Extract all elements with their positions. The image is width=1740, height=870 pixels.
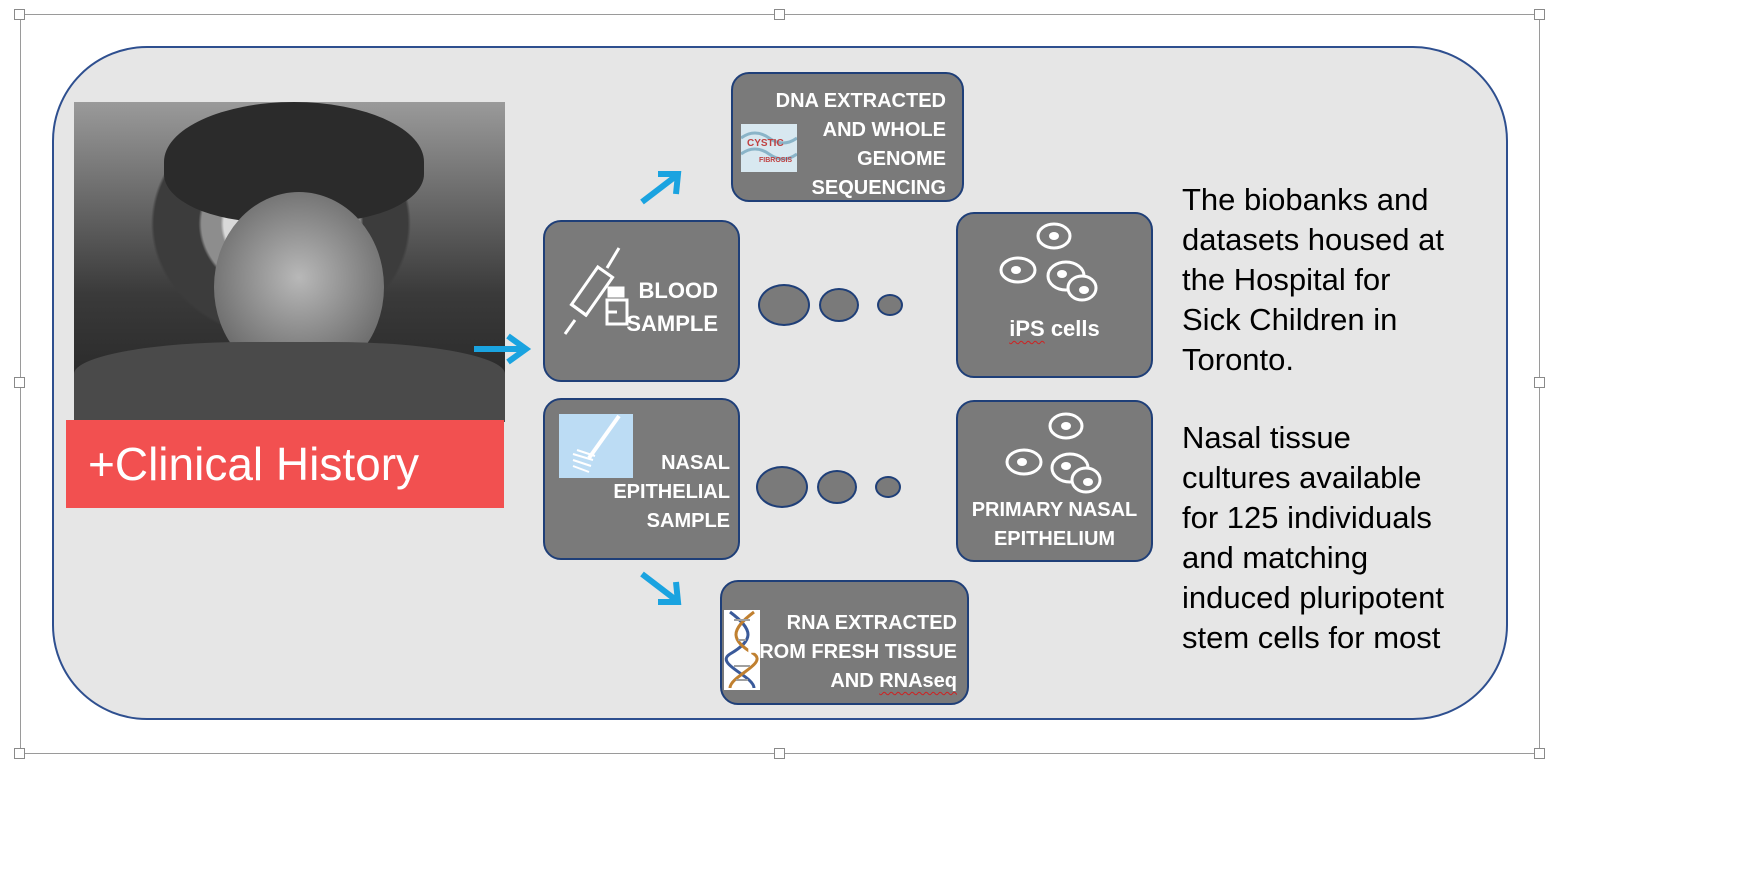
swab-icon	[559, 414, 633, 478]
rna-line-3: AND RNAseq	[747, 667, 957, 696]
nasal-box-label: NASAL EPITHELIAL SAMPLE	[613, 449, 730, 536]
rna-extracted-box: RNA EXTRACTED FROM FRESH TISSUE AND RNAs…	[720, 580, 969, 705]
nasal-epithelial-box: NASAL EPITHELIAL SAMPLE	[543, 398, 740, 560]
cells-icon	[999, 222, 1098, 302]
dna-box-label: DNA EXTRACTED AND WHOLE GENOME SEQUENCIN…	[776, 87, 946, 203]
arrow-up-right-icon	[640, 171, 682, 205]
side-text-line: datasets housed at	[1182, 222, 1444, 257]
primary-line-1: PRIMARY NASAL	[971, 499, 1138, 521]
primary-box-label: PRIMARY NASAL EPITHELIUM	[958, 496, 1151, 554]
resize-handle-bottom-center[interactable]	[774, 748, 785, 759]
dna-extracted-box: CYSTIC FIBROSIS DNA EXTRACTED AND WHOLE …	[731, 72, 964, 202]
dna-line-4: SEQUENCING	[811, 177, 946, 199]
blood-line-1: BLOOD	[638, 278, 718, 303]
rna-line-1: RNA EXTRACTED	[786, 612, 957, 634]
ips-box-label: iPS cells	[958, 314, 1151, 343]
side-text-line: the Hospital for	[1182, 262, 1391, 297]
dna-sequence-thumbnail: CYSTIC FIBROSIS	[741, 124, 797, 172]
syringe-icon	[563, 247, 629, 335]
side-text-line: for 125 individuals	[1182, 500, 1432, 535]
nasal-line-1: NASAL	[661, 452, 730, 474]
child-photo	[74, 102, 505, 422]
blood-line-2: SAMPLE	[626, 311, 718, 336]
nasal-line-3: SAMPLE	[646, 510, 730, 532]
arrow-down-right-icon	[640, 571, 682, 605]
connector-dot-large	[758, 284, 810, 326]
primary-line-2: EPITHELIUM	[993, 528, 1116, 550]
side-text-line: stem cells for most	[1182, 620, 1441, 655]
side-text-line: induced pluripotent	[1182, 580, 1444, 615]
nasal-line-2: EPITHELIAL	[613, 481, 730, 503]
side-text-line: Sick Children in	[1182, 302, 1398, 337]
resize-handle-top-center[interactable]	[774, 9, 785, 20]
connector-dot-medium	[817, 470, 857, 504]
dna-line-1: DNA EXTRACTED	[775, 90, 946, 112]
side-text-line: cultures available	[1182, 460, 1422, 495]
primary-nasal-epithelium-box: PRIMARY NASAL EPITHELIUM	[956, 400, 1153, 562]
ips-label-prefix: iPS	[1009, 316, 1045, 341]
resize-handle-bottom-left[interactable]	[14, 748, 25, 759]
resize-handle-top-right[interactable]	[1534, 9, 1545, 20]
ips-label-suffix: cells	[1044, 316, 1100, 341]
photo-shoulder	[74, 342, 505, 422]
blood-sample-box: BLOOD SAMPLE	[543, 220, 740, 382]
side-paragraph-1: The biobanks and datasets housed at the …	[1182, 180, 1444, 380]
side-text-line: The biobanks and	[1182, 182, 1429, 217]
connector-dot-small	[875, 476, 901, 498]
connector-dot-medium	[819, 288, 859, 322]
resize-handle-top-left[interactable]	[14, 9, 25, 20]
rna-line-3-prefix: AND	[830, 670, 880, 692]
ips-cells-box: iPS cells	[956, 212, 1153, 378]
dna-helix-icon	[724, 610, 760, 690]
connector-dot-large	[756, 466, 808, 508]
arrow-to-blood-icon	[474, 333, 532, 365]
side-text-line: Nasal tissue	[1182, 420, 1351, 455]
clinical-history-banner: +Clinical History	[66, 420, 504, 508]
resize-handle-middle-right[interactable]	[1534, 377, 1545, 388]
dna-line-2: AND WHOLE	[822, 119, 946, 141]
dna-line-3: GENOME	[857, 148, 946, 170]
svg-text:CYSTIC: CYSTIC	[747, 138, 784, 149]
connector-dot-small	[877, 294, 903, 316]
blood-box-label: BLOOD SAMPLE	[626, 274, 718, 340]
side-paragraph-2: Nasal tissue cultures available for 125 …	[1182, 418, 1444, 658]
rna-line-3-word: RNAseq	[879, 670, 957, 692]
svg-text:FIBROSIS: FIBROSIS	[759, 157, 792, 164]
resize-handle-middle-left[interactable]	[14, 377, 25, 388]
resize-handle-bottom-right[interactable]	[1534, 748, 1545, 759]
side-text-line: Toronto.	[1182, 342, 1295, 377]
side-text-line: and matching	[1182, 540, 1369, 575]
cells-icon	[1005, 412, 1102, 494]
rna-box-label: RNA EXTRACTED FROM FRESH TISSUE AND RNAs…	[747, 609, 957, 696]
rna-line-2: FROM FRESH TISSUE	[746, 641, 957, 663]
